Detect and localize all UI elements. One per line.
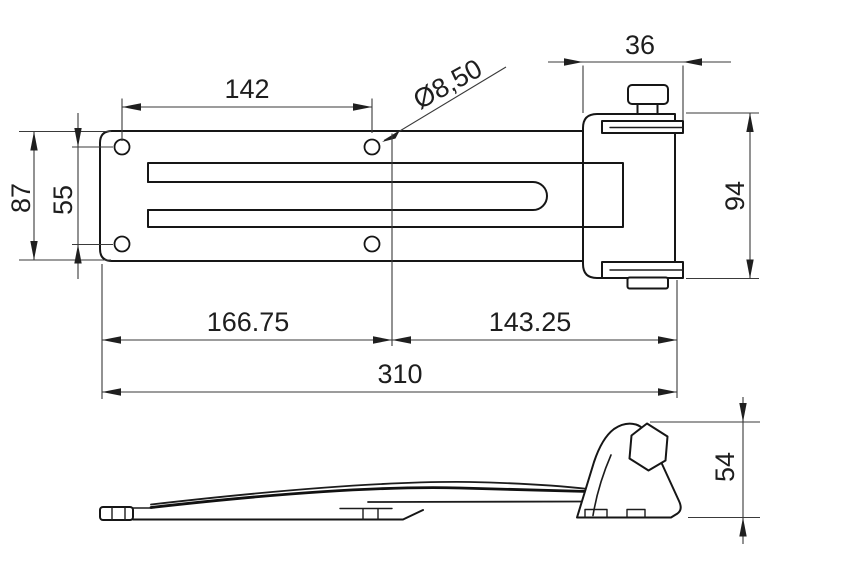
dim-length-right: 143.25 [392,307,677,344]
side-view [99,422,682,521]
hole-top-right [363,138,381,156]
side-base-bottom [132,509,424,521]
hex-bolt-head [628,422,669,472]
dimensions: 142 Ø8,50 36 87 55 [6,30,760,544]
dim-length-left: 166.75 [102,307,677,344]
pin-end [626,276,669,290]
dim-label-143-25: 143.25 [489,307,572,337]
dim-label-87: 87 [6,183,36,213]
dim-label-36: 36 [625,30,655,60]
top-view [99,84,684,290]
dim-label-55: 55 [48,185,78,215]
side-strap-lower-edge [149,486,590,509]
dim-label-54: 54 [710,452,740,482]
hole-bottom-left [113,235,131,253]
arm-outline [147,162,624,228]
hole-top-left [113,138,131,156]
hole-bottom-right [363,235,381,253]
dim-label-166-75: 166.75 [207,307,290,337]
side-left-tab [99,506,134,521]
bracket-outline [582,113,676,279]
dim-label-142: 142 [224,74,269,104]
dim-label-94: 94 [720,181,750,211]
dim-plate-width: 87 [6,130,111,261]
side-strap-top-edge [150,481,589,506]
dim-side-height: 54 [650,397,760,544]
dim-hole-diameter: Ø8,50 [382,53,507,142]
extension-lines-chain [101,133,678,399]
side-head-inner-bend [592,454,612,517]
side-head-outline [576,422,682,519]
arm-slot [147,181,548,211]
dim-length-total: 310 [102,359,677,396]
dim-label-310: 310 [377,359,422,389]
dim-label-diameter: Ø8,50 [408,53,487,115]
dim-hole-pitch-x: 142 [121,74,373,141]
plate-outline [99,130,584,262]
dim-bracket-height: 94 [686,112,759,280]
side-strap-bottom-edge [367,500,587,503]
side-foot-tabs [584,508,646,518]
pin-knob [627,84,669,105]
dim-hole-pitch-y: 55 [48,113,113,279]
side-left-tab-dividers [111,506,126,521]
dim-bracket-width: 36 [548,30,731,120]
side-right-tab-hidden [339,507,393,521]
